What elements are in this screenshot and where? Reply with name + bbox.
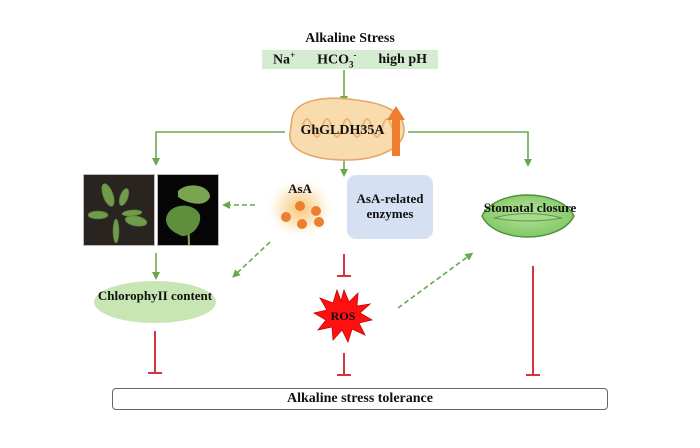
stomatal-closure-label: Stomatal closure: [483, 200, 577, 215]
edge-asa-to-chlorophyll: [232, 241, 271, 278]
stressor-high-ph: high pH: [378, 51, 428, 67]
edge-gene-to-photos: [152, 131, 285, 166]
asa-enzymes-node: AsA-related enzymes: [347, 175, 433, 239]
edge-ros-inhibit-tolerance: [337, 353, 351, 376]
gene-label: GhGLDH35A: [300, 123, 385, 138]
stressor-na: Na+: [272, 50, 296, 68]
ros-label: ROS: [330, 309, 356, 323]
chlorophyll-node-bg: [94, 281, 216, 323]
edge-enzymes-inhibit-ros: [337, 254, 351, 277]
edge-stomatal-inhibit-tolerance: [526, 266, 540, 376]
cotton-seedling-icon: [166, 185, 210, 245]
edge-chlorophyll-inhibit-tolerance: [148, 331, 162, 374]
edge-gene-to-stomatal: [408, 131, 532, 167]
rosette-plant-icon: [87, 183, 148, 244]
mitochondrion-icon: [289, 97, 405, 161]
tolerance-node: Alkaline stress tolerance: [112, 388, 608, 410]
asa-molecules-icon: [265, 173, 335, 237]
plant-photo-cotton: [157, 174, 219, 246]
chlorophyll-label: ChlorophyII content: [97, 288, 213, 303]
edge-ros-to-stomatal: [397, 252, 474, 309]
asa-label: AsA: [288, 181, 312, 196]
stress-title: Alkaline Stress: [305, 31, 395, 46]
ros-burst-icon: [312, 288, 374, 344]
stressor-bar: Na+ HCO3- high pH: [262, 50, 438, 69]
upregulation-arrow-icon: [387, 106, 405, 156]
plant-photo-rosette: [83, 174, 155, 246]
stressor-bicarbonate: HCO3-: [317, 49, 357, 70]
stomata-icon: [481, 194, 575, 238]
